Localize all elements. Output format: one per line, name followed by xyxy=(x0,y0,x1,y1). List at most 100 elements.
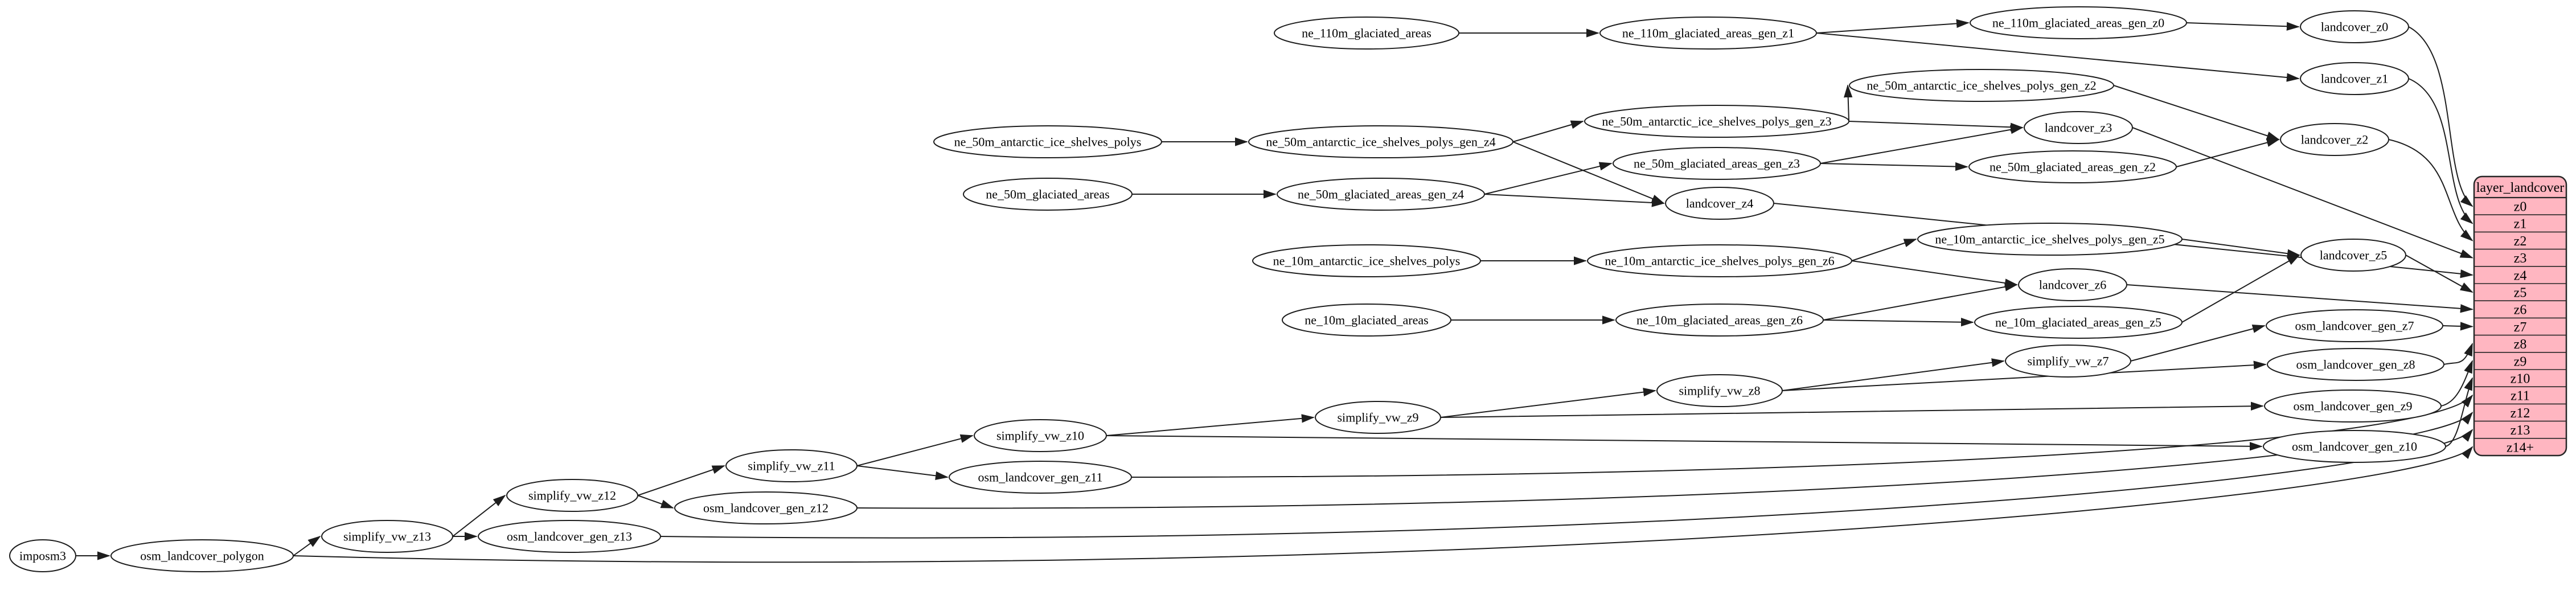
node-ellipse-landcover_z3 xyxy=(2024,111,2133,144)
table-row-z7: z7 xyxy=(2514,320,2527,335)
edge-simplify_vw_z9-to-simplify_vw_z8 xyxy=(1440,388,1656,418)
node-osm_landcover_gen_z13: osm_landcover_gen_z13 xyxy=(478,520,661,553)
node-ne_10m_antarctic_ice_shelves_polys: ne_10m_antarctic_ice_shelves_polys xyxy=(1252,244,1481,277)
node-landcover_z6: landcover_z6 xyxy=(2018,268,2127,301)
node-ellipse-landcover_z5 xyxy=(2300,239,2406,272)
edge-ne_50m_glaciated_areas_gen_z3-to-landcover_z3 xyxy=(1820,125,2024,164)
node-osm_landcover_gen_z11: osm_landcover_gen_z11 xyxy=(949,461,1132,494)
node-label-simplify_vw_z9: simplify_vw_z9 xyxy=(1338,411,1419,425)
node-simplify_vw_z9: simplify_vw_z9 xyxy=(1315,401,1441,434)
node-label-ne_10m_antarctic_ice_shelves_polys: ne_10m_antarctic_ice_shelves_polys xyxy=(1273,254,1461,268)
node-label-osm_landcover_gen_z8: osm_landcover_gen_z8 xyxy=(2296,358,2415,372)
node-ellipse-osm_landcover_gen_z7 xyxy=(2266,309,2443,342)
node-label-simplify_vw_z7: simplify_vw_z7 xyxy=(2028,354,2109,368)
node-label-osm_landcover_gen_z13: osm_landcover_gen_z13 xyxy=(507,530,632,544)
table-row-z2: z2 xyxy=(2514,234,2527,249)
node-ne_50m_glaciated_areas: ne_50m_glaciated_areas xyxy=(963,178,1133,211)
node-ne_50m_glaciated_areas_gen_z3: ne_50m_glaciated_areas_gen_z3 xyxy=(1613,147,1821,180)
node-ellipse-osm_landcover_gen_z8 xyxy=(2267,348,2444,381)
node-ellipse-simplify_vw_z13 xyxy=(321,520,453,553)
node-label-ne_50m_glaciated_areas_gen_z2: ne_50m_glaciated_areas_gen_z2 xyxy=(1990,160,2156,174)
node-ne_110m_glaciated_areas_gen_z1: ne_110m_glaciated_areas_gen_z1 xyxy=(1599,17,1817,50)
edge-osm_landcover_gen_z10-to-row-z10 xyxy=(2445,377,2473,447)
table-row-z3: z3 xyxy=(2514,251,2527,266)
edge-simplify_vw_z7-to-osm_landcover_gen_z7 xyxy=(2130,324,2266,362)
node-ellipse-ne_10m_antarctic_ice_shelves_polys xyxy=(1252,244,1481,277)
node-label-ne_110m_glaciated_areas_gen_z0: ne_110m_glaciated_areas_gen_z0 xyxy=(1992,16,2164,30)
node-label-simplify_vw_z13: simplify_vw_z13 xyxy=(343,530,431,544)
node-label-simplify_vw_z12: simplify_vw_z12 xyxy=(528,489,616,503)
table-row-z4: z4 xyxy=(2514,268,2527,283)
edge-osm_landcover_polygon-to-row-z14+ xyxy=(293,446,2474,563)
node-ellipse-ne_10m_antarctic_ice_shelves_polys_gen_z5 xyxy=(1917,223,2183,256)
node-osm_landcover_gen_z8: osm_landcover_gen_z8 xyxy=(2267,348,2444,381)
node-ellipse-ne_50m_antarctic_ice_shelves_polys xyxy=(933,125,1162,158)
node-ellipse-ne_50m_glaciated_areas_gen_z2 xyxy=(1968,150,2177,183)
node-osm_landcover_gen_z10: osm_landcover_gen_z10 xyxy=(2263,430,2446,463)
node-label-ne_10m_antarctic_ice_shelves_polys_gen_z6: ne_10m_antarctic_ice_shelves_polys_gen_z… xyxy=(1605,254,1834,268)
node-imposm3: imposm3 xyxy=(9,539,76,572)
node-ellipse-simplify_vw_z10 xyxy=(974,419,1107,452)
node-ellipse-ne_110m_glaciated_areas xyxy=(1274,17,1459,50)
node-ne_10m_glaciated_areas: ne_10m_glaciated_areas xyxy=(1282,304,1451,337)
edge-ne_50m_antarctic_ice_shelves_polys_gen_z2-to-landcover_z2 xyxy=(2113,85,2280,140)
node-ellipse-ne_10m_glaciated_areas_gen_z6 xyxy=(1615,304,1824,337)
node-ellipse-ne_10m_glaciated_areas_gen_z5 xyxy=(1974,306,2183,339)
table-row-z9: z9 xyxy=(2514,354,2527,369)
node-label-ne_50m_antarctic_ice_shelves_polys_gen_z2: ne_50m_antarctic_ice_shelves_polys_gen_z… xyxy=(1867,79,2096,93)
node-ne_110m_glaciated_areas_gen_z0: ne_110m_glaciated_areas_gen_z0 xyxy=(1970,6,2187,39)
node-label-ne_10m_antarctic_ice_shelves_polys_gen_z5: ne_10m_antarctic_ice_shelves_polys_gen_z… xyxy=(1935,232,2164,247)
node-ellipse-landcover_z4 xyxy=(1665,187,1774,220)
edge-simplify_vw_z10-to-simplify_vw_z9 xyxy=(1106,414,1315,436)
node-label-osm_landcover_gen_z7: osm_landcover_gen_z7 xyxy=(2295,319,2414,333)
table-row-z14+: z14+ xyxy=(2507,440,2534,455)
node-landcover_z0: landcover_z0 xyxy=(2300,10,2409,43)
node-label-ne_10m_glaciated_areas: ne_10m_glaciated_areas xyxy=(1305,313,1428,327)
node-label-ne_50m_glaciated_areas: ne_50m_glaciated_areas xyxy=(986,187,1109,202)
edge-ne_50m_glaciated_areas_gen_z4-to-landcover_z4 xyxy=(1484,194,1665,207)
edge-osm_landcover_gen_z9-to-row-z9 xyxy=(2440,360,2473,407)
edge-simplify_vw_z12-to-simplify_vw_z11 xyxy=(637,465,725,496)
node-ellipse-landcover_z0 xyxy=(2300,10,2409,43)
edge-osm_landcover_gen_z12-to-row-z12 xyxy=(856,412,2474,509)
node-label-landcover_z3: landcover_z3 xyxy=(2045,121,2113,135)
edge-ne_10m_glaciated_areas_gen_z6-to-ne_10m_glaciated_areas_gen_z5 xyxy=(1823,318,1974,327)
node-ellipse-osm_landcover_gen_z11 xyxy=(949,461,1132,494)
node-label-landcover_z5: landcover_z5 xyxy=(2320,248,2388,263)
edge-ne_50m_glaciated_areas_gen_z2-to-landcover_z2 xyxy=(2176,138,2280,167)
node-ellipse-simplify_vw_z7 xyxy=(2005,345,2131,378)
node-simplify_vw_z11: simplify_vw_z11 xyxy=(725,449,858,482)
node-ellipse-simplify_vw_z8 xyxy=(1656,374,1783,407)
table-row-z6: z6 xyxy=(2514,303,2527,318)
edge-simplify_vw_z11-to-osm_landcover_gen_z11 xyxy=(856,465,949,480)
edge-ne_50m_antarctic_ice_shelves_polys_gen_z3-to-landcover_z3 xyxy=(1848,121,2024,132)
node-label-landcover_z1: landcover_z1 xyxy=(2321,72,2389,86)
node-label-landcover_z2: landcover_z2 xyxy=(2301,133,2369,147)
table-row-z5: z5 xyxy=(2514,286,2527,301)
node-ne_10m_glaciated_areas_gen_z5: ne_10m_glaciated_areas_gen_z5 xyxy=(1974,306,2183,339)
node-ellipse-ne_10m_glaciated_areas xyxy=(1282,304,1451,337)
edge-simplify_vw_z8-to-simplify_vw_z7 xyxy=(1782,358,2005,391)
node-osm_landcover_gen_z12: osm_landcover_gen_z12 xyxy=(674,491,858,524)
node-ne_50m_antarctic_ice_shelves_polys: ne_50m_antarctic_ice_shelves_polys xyxy=(933,125,1162,158)
node-label-simplify_vw_z10: simplify_vw_z10 xyxy=(996,429,1084,443)
node-label-simplify_vw_z8: simplify_vw_z8 xyxy=(1679,384,1761,398)
node-ellipse-osm_landcover_polygon xyxy=(110,539,294,572)
node-simplify_vw_z8: simplify_vw_z8 xyxy=(1656,374,1783,407)
node-label-ne_110m_glaciated_areas: ne_110m_glaciated_areas xyxy=(1302,26,1431,40)
edge-ne_50m_glaciated_areas_gen_z4-to-ne_50m_glaciated_areas_gen_z3 xyxy=(1484,162,1613,195)
node-ne_10m_glaciated_areas_gen_z6: ne_10m_glaciated_areas_gen_z6 xyxy=(1615,304,1824,337)
node-landcover_z4: landcover_z4 xyxy=(1665,187,1774,220)
edge-ne_50m_antarctic_ice_shelves_polys_gen_z4-to-landcover_z4 xyxy=(1512,141,1665,204)
node-ellipse-landcover_z6 xyxy=(2018,268,2127,301)
edge-osm_landcover_gen_z8-to-row-z8 xyxy=(2443,342,2473,365)
edge-ne_110m_glaciated_areas_gen_z1-to-ne_110m_glaciated_areas_gen_z0 xyxy=(1816,19,1970,34)
node-ellipse-ne_50m_glaciated_areas_gen_z4 xyxy=(1277,178,1485,211)
node-ellipse-ne_50m_antarctic_ice_shelves_polys_gen_z3 xyxy=(1584,105,1849,138)
edge-ne_110m_glaciated_areas_gen_z0-to-landcover_z0 xyxy=(2186,22,2300,31)
node-ellipse-ne_110m_glaciated_areas_gen_z1 xyxy=(1599,17,1817,50)
node-label-ne_110m_glaciated_areas_gen_z1: ne_110m_glaciated_areas_gen_z1 xyxy=(1622,26,1794,40)
table-row-z0: z0 xyxy=(2514,200,2527,215)
